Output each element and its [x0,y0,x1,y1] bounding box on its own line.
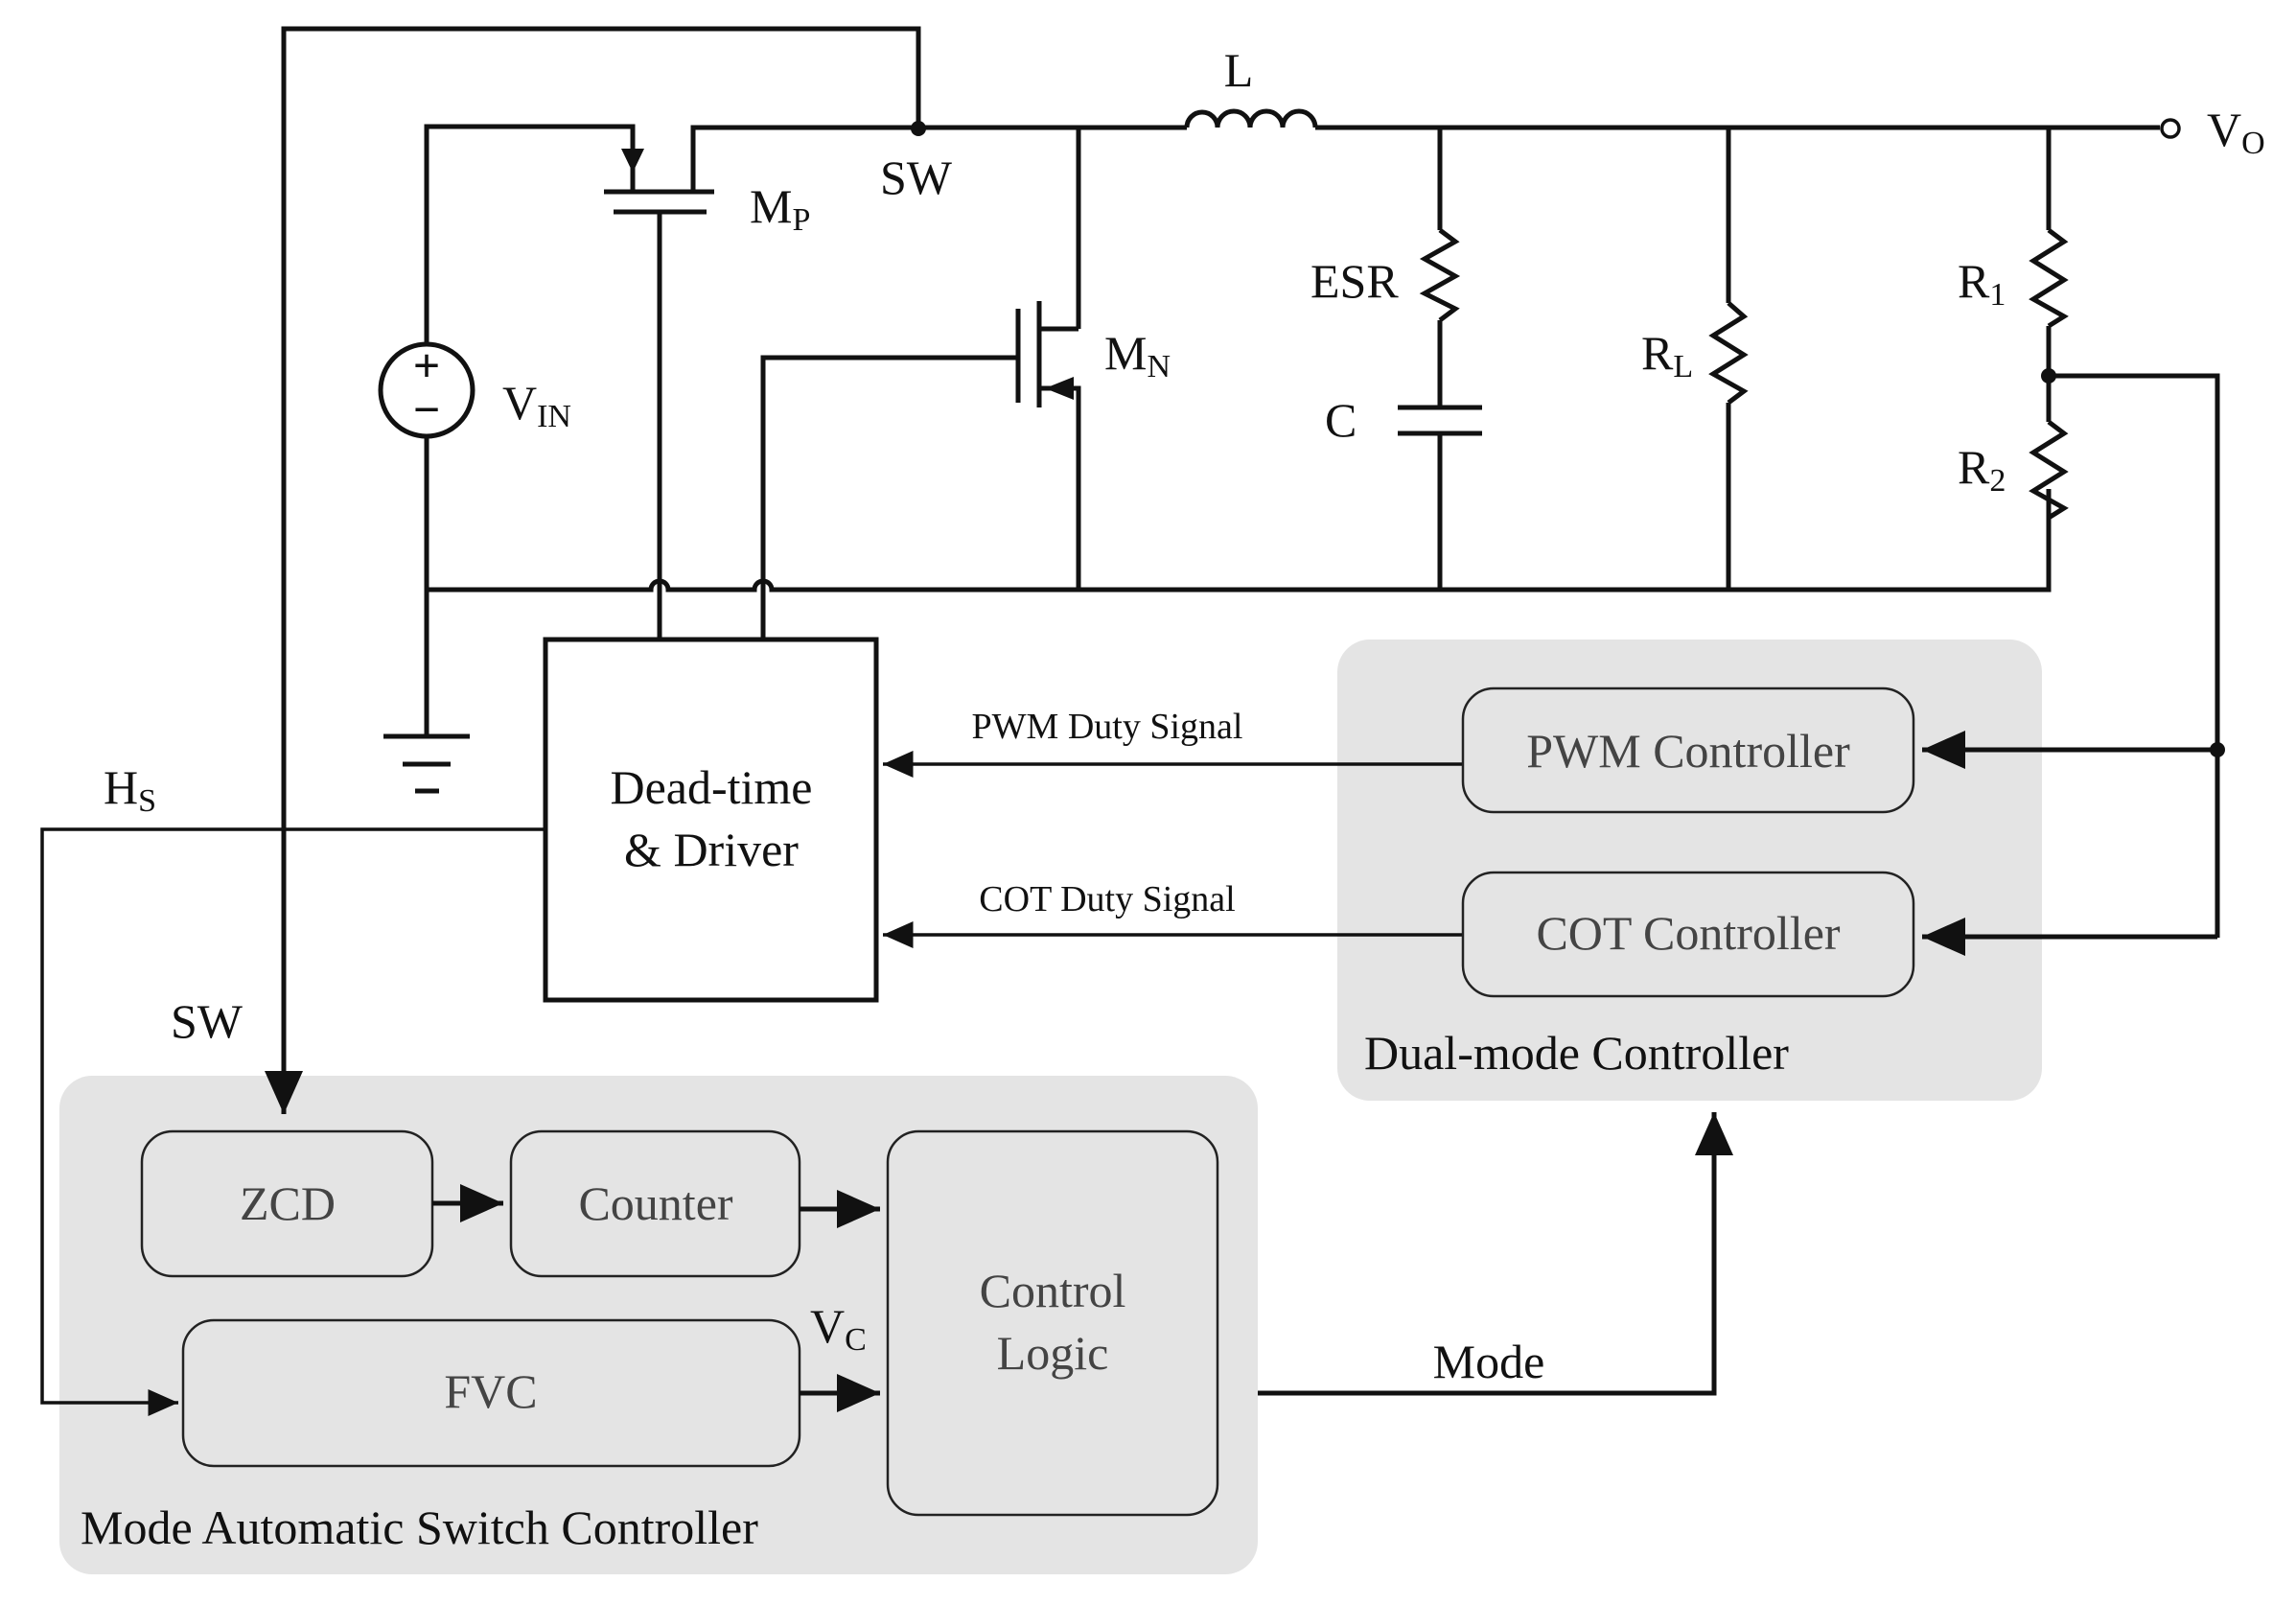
esr-cap-branch [1398,128,1482,590]
vin-plus: + [413,338,441,392]
nmos-transistor [760,128,1081,638]
feedback-divider [2029,128,2225,938]
vin-label: VIN [502,376,571,434]
hs-wire [40,827,545,1416]
sw-node-label: SW [880,151,953,204]
vin-minus: − [413,383,441,436]
sw-feedback-label: SW [171,994,244,1048]
output-terminal [2160,118,2181,139]
zcd-label: ZCD [240,1176,336,1230]
cap-label: C [1325,393,1357,447]
control-logic-block [886,1129,1219,1517]
pwm-controller-label: PWM Controller [1526,724,1850,778]
cot-duty-label: COT Duty Signal [979,879,1235,919]
ground-rail [427,489,2052,593]
cot-controller-label: COT Controller [1536,906,1840,960]
hs-label: HS [104,760,156,819]
dead-time-driver-block [543,637,879,1003]
sw-feedback-wire [265,26,921,1114]
r1-label: R1 [1958,254,2006,313]
vc-label: VC [810,1299,867,1358]
output-label: VO [2207,103,2265,161]
pwm-controller-block [1461,686,1915,814]
driver-label-line2: & Driver [624,823,799,876]
control-logic-line1: Control [980,1264,1126,1317]
load-label: RL [1641,326,1693,384]
counter-label: Counter [578,1176,732,1230]
esr-label: ESR [1310,254,1399,308]
control-logic-line2: Logic [997,1326,1109,1380]
sw-node-dot [911,121,926,136]
counter-block [509,1129,801,1278]
mode-switch-controller-title: Mode Automatic Switch Controller [81,1500,758,1554]
load-resistor [1708,128,1749,590]
ground-symbol [383,733,470,794]
fvc-label: FVC [444,1364,537,1418]
inductor-label: L [1224,43,1254,97]
cot-controller-block [1461,871,1915,998]
inductor [1184,108,1318,128]
mode-wire [1258,1112,1733,1396]
r2-label: R2 [1958,440,2006,499]
nmos-label: MN [1104,326,1171,384]
driver-label-line1: Dead-time [610,760,812,814]
mode-label: Mode [1433,1335,1545,1388]
pmos-label: MP [750,179,810,238]
pwm-duty-label: PWM Duty Signal [972,707,1243,747]
dual-mode-controller-title: Dual-mode Controller [1364,1026,1789,1080]
